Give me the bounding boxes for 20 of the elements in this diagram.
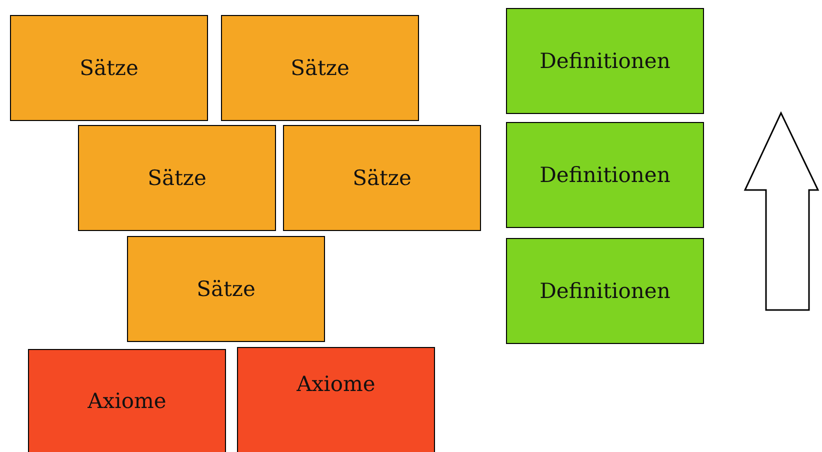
box-label: Sätze — [148, 166, 206, 190]
box-label: Axiome — [296, 372, 376, 396]
brick-box — [506, 8, 704, 114]
brick-box — [237, 347, 435, 452]
brick-box — [506, 122, 704, 228]
box-label: Sätze — [196, 277, 256, 301]
box-label: Sätze — [80, 56, 138, 80]
box-label: Axiome — [88, 389, 166, 413]
brick-box — [506, 238, 704, 344]
box-label: Sätze — [290, 56, 350, 80]
box-label: Sätze — [352, 166, 412, 190]
brick-box — [28, 349, 226, 452]
brick-box — [283, 125, 481, 231]
brick-box — [127, 236, 325, 342]
box-label: Definitionen — [540, 163, 670, 187]
brick-box — [10, 15, 208, 121]
brick-box — [221, 15, 419, 121]
box-label: Definitionen — [540, 279, 670, 303]
brick-box — [78, 125, 276, 231]
box-label: Definitionen — [540, 49, 670, 73]
